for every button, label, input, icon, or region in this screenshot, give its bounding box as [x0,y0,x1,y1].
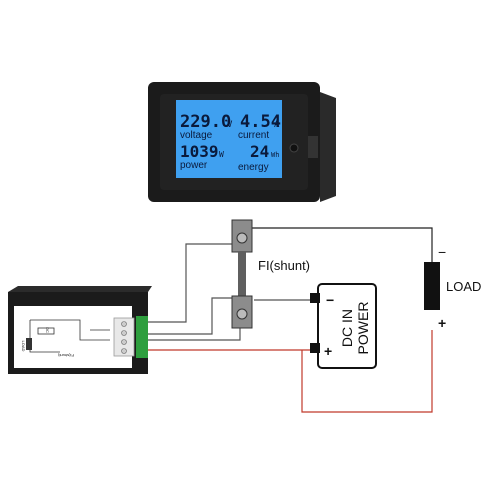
lcd-current-value: 4.54 [240,112,281,132]
green-terminal-connector [136,316,148,358]
wires [148,227,433,413]
lcd-power-value: 1039 [180,142,219,161]
dc-power-label-line2: POWER [355,302,371,355]
sticker-shunt-text: FI(shunt) [57,353,74,358]
terminal-block [113,317,135,357]
sticker-dc-text: DC [45,327,50,333]
terminal-screw-1[interactable] [121,321,127,327]
lcd-current-unit: A [274,120,280,130]
meter-back-top [8,286,152,292]
load-plus-label: + [438,315,446,331]
wire-shunt-to-load-negative [248,227,433,262]
load-label: LOAD [446,279,481,294]
wire-meter-to-shunt-top [148,243,234,323]
dc-plus-label: + [324,343,332,359]
shunt: FI(shunt) [231,219,310,329]
sticker-shunt-symbol [37,327,55,335]
wire-dc-plus-to-load-plus [301,330,433,413]
shunt-bar [238,252,246,296]
dc-power-box [317,283,377,369]
lcd-energy-value: 24 [250,142,269,161]
load: − + LOAD [424,244,481,331]
lcd-power-unit: W [219,150,224,159]
shunt-top-screw [236,232,248,244]
terminal-screw-2[interactable] [121,330,127,336]
sticker-wire-1 [30,319,110,341]
dc-power-source: − + DC IN POWER [310,283,377,369]
dc-plus-terminal [310,343,320,353]
meter-front-button[interactable] [289,143,299,153]
lcd-power-label: power [180,160,208,171]
wire-meter-to-shunt-bottom [148,297,238,335]
lcd-energy-unit: Wh [271,151,279,159]
load-minus-label: − [438,244,446,260]
load-block [424,262,440,310]
lcd-energy-label: energy [238,162,269,173]
meter-side-clip [308,136,318,158]
lcd-voltage-value: 229.0 [180,112,231,132]
shunt-label: FI(shunt) [258,258,310,273]
dc-minus-label: − [326,292,334,308]
shunt-bottom-screw [236,308,248,320]
terminal-screw-3[interactable] [121,339,127,345]
terminal-screw-4[interactable] [121,348,127,354]
sticker-wire-2 [29,320,60,353]
lcd-voltage-label: voltage [180,130,213,141]
meter-back: LOAD DC FI(shunt) [8,286,152,374]
dc-minus-terminal [310,293,320,303]
lcd-current-label: current [238,130,269,141]
meter-back-sticker [14,306,132,368]
sticker-load-symbol [26,338,32,350]
meter-front-side [320,92,336,202]
sticker-load-text: LOAD [21,341,26,352]
dc-power-label-line1: DC IN [339,309,355,347]
lcd-voltage-unit: V [227,120,233,130]
meter-front: 229.0 V 4.54 A voltage current 1039 W 24… [148,82,336,202]
lcd-screen [176,100,282,178]
wire-meter-to-dc-minus [148,313,241,341]
